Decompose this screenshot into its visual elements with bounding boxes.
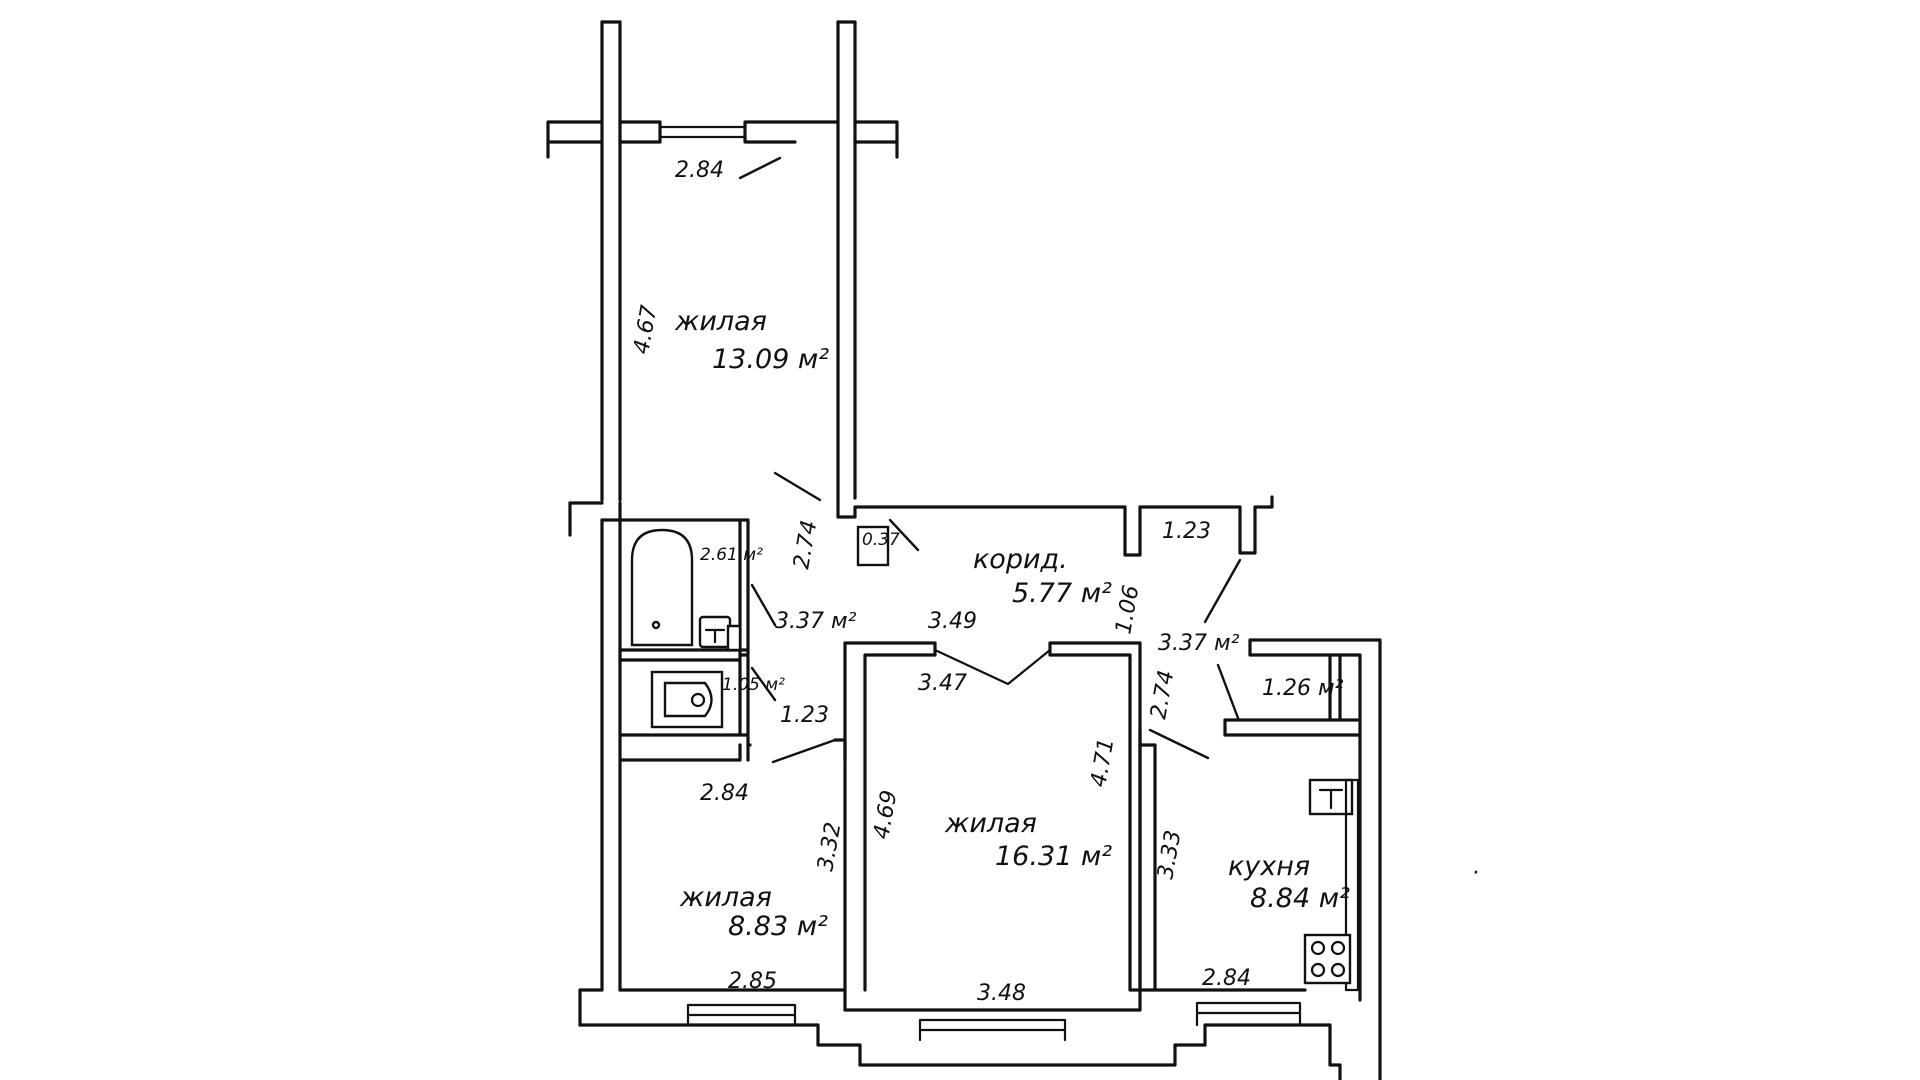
walls (546, 20, 1382, 1080)
left-room-side: 3.32 (813, 820, 846, 873)
top-room-name: жилая (674, 306, 767, 337)
burner-2-icon (1330, 940, 1346, 956)
left-room-name: жилая (679, 882, 772, 913)
top-room-left-wall (600, 20, 622, 502)
bottom-right-window (1195, 1001, 1302, 1027)
top-room-width: 2.84 (675, 158, 724, 183)
center-room-area: 16.31 м² (995, 841, 1112, 872)
kitchen-walls (1138, 638, 1382, 1080)
bottom-left-window-wall (578, 1023, 1342, 1080)
left-room-bottom: 2.85 (728, 969, 777, 994)
top-room-door (738, 156, 782, 180)
center-right: 4.71 (1086, 736, 1119, 789)
closet-door (888, 518, 920, 552)
kitchen-left-wall-top (1138, 728, 1157, 747)
kitchen-name: кухня (1228, 851, 1310, 882)
bottom-left-window (686, 1003, 797, 1027)
bath-area: 2.61 м² (700, 545, 763, 565)
left-room-top-wall (618, 743, 750, 762)
corridor-top-wall-inner (568, 501, 622, 537)
toilet-seat-icon (690, 692, 706, 708)
bottom-inner-wall (618, 988, 1307, 1012)
bath-block-walls (618, 518, 752, 747)
kitchen-side: 3.33 (1153, 828, 1186, 881)
closet-icon (856, 525, 890, 567)
room-labels: жилая 13.09 м² корид. 5.77 м² жилая 16.3… (674, 306, 1350, 942)
corridor-width: 3.49 (928, 609, 977, 634)
left-room-area: 8.83 м² (728, 911, 828, 942)
top-room-window (658, 125, 747, 139)
center-room-name: жилая (944, 808, 1037, 839)
kitchen-area: 8.84 м² (1250, 883, 1350, 914)
stray-mark: · (1472, 861, 1479, 886)
center-top: 3.47 (918, 671, 967, 696)
kitchen-tap-icon (1318, 788, 1344, 810)
storage-door (1216, 663, 1240, 720)
center-room-top-angle (933, 648, 1052, 686)
toilet-door (750, 666, 777, 702)
bath-side: 2.74 (789, 518, 822, 571)
toilet-bowl-icon (663, 681, 713, 718)
stove-icon (1303, 933, 1352, 985)
left-room-top: 2.84 (700, 781, 749, 806)
center-bottom: 3.48 (977, 981, 1026, 1006)
dimension-labels: 2.84 4.67 2.74 3.49 1.23 1.06 3.47 4.69 … (629, 158, 1251, 1006)
burner-4-icon (1330, 962, 1346, 978)
hall-left-door (750, 583, 777, 627)
top-room-length: 4.67 (629, 303, 662, 356)
right-hall-door (1203, 558, 1242, 624)
small-area-labels: 2.61 м² 1.05 м² 0.37 1.26 м² 3.37 м² 3.3… (700, 530, 1344, 701)
storage-area: 1.26 м² (1262, 676, 1344, 701)
corridor-area: 5.77 м² (1012, 578, 1112, 609)
corridor-right-width: 1.23 (1162, 519, 1211, 544)
kitchen-door (1148, 728, 1210, 760)
top-room-right-wall (836, 20, 857, 500)
toilet-area: 1.05 м² (722, 675, 785, 695)
kitchen-bottom: 2.84 (1202, 966, 1251, 991)
sink-tap-icon (704, 628, 726, 644)
hall-right-area: 3.37 м² (1158, 631, 1240, 656)
top-room-window-wall (546, 120, 899, 159)
hall-left-area: 3.37 м² (775, 609, 857, 634)
counter-icon (1344, 778, 1360, 992)
shaft-icon (726, 624, 742, 652)
left-room-right-wall (833, 738, 847, 762)
corridor-side: 1.06 (1111, 583, 1144, 636)
bath-drain-icon (651, 620, 661, 630)
top-room-lower-door (773, 471, 822, 502)
bottom-center-window (918, 1018, 1067, 1042)
left-room-door-width: 1.23 (780, 703, 829, 728)
closet-area: 0.37 (862, 530, 900, 550)
bathtub-icon (630, 528, 694, 647)
center-left: 4.69 (869, 788, 902, 841)
corridor-name: корид. (973, 544, 1068, 575)
kitchen-door-side: 2.74 (1146, 668, 1179, 721)
left-room-door (771, 738, 837, 764)
burner-1-icon (1310, 940, 1326, 956)
left-outer-wall (578, 518, 622, 1027)
fixtures (630, 525, 1360, 992)
doors (738, 156, 1242, 764)
top-room-area: 13.09 м² (712, 344, 829, 375)
burner-3-icon (1310, 962, 1326, 978)
